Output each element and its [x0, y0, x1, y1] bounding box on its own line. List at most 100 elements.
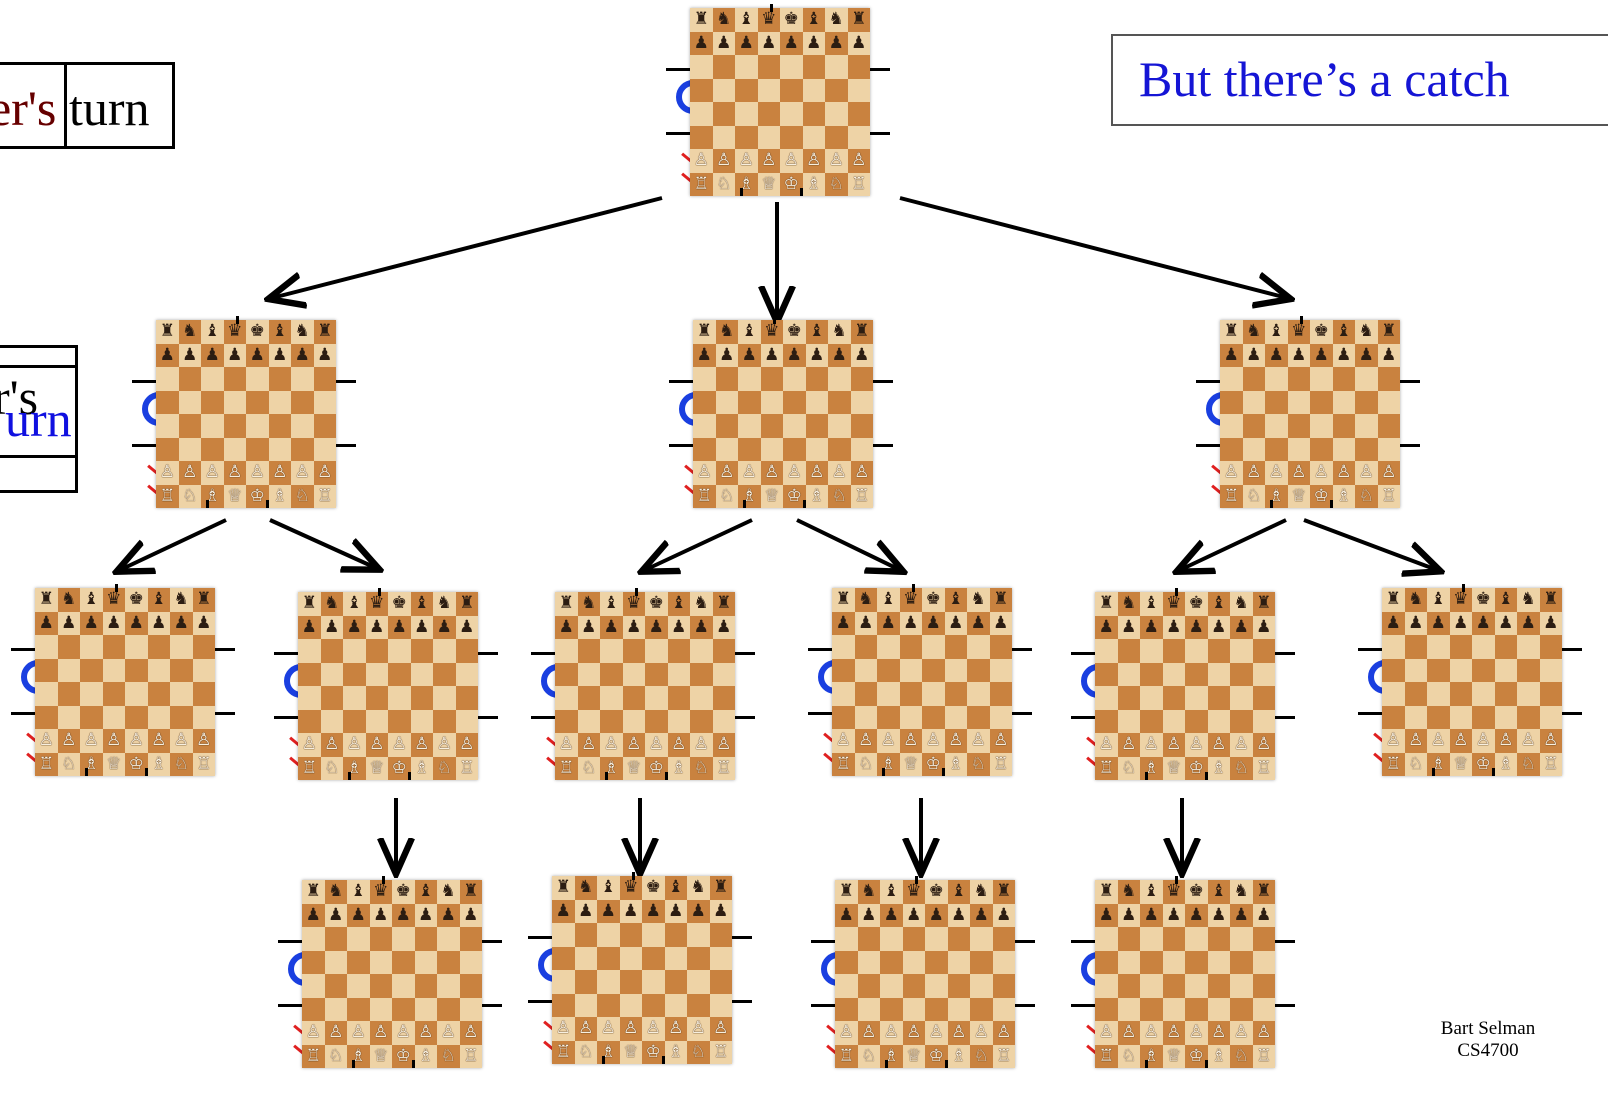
board-square: ♙: [410, 733, 433, 757]
board-square: [1377, 414, 1400, 438]
chess-piece-icon: ♗: [1211, 1045, 1227, 1066]
board-square: ♟: [1494, 611, 1517, 635]
chess-piece-icon: ♚: [928, 881, 944, 902]
chess-piece-icon: ♘: [436, 757, 452, 778]
board-square: ♙: [369, 1021, 392, 1045]
chess-piece-icon: ♝: [951, 881, 967, 902]
board-square: ♙: [1252, 1021, 1275, 1045]
chess-piece-icon: ♟: [204, 344, 220, 365]
board-square: [847, 102, 870, 126]
chess-piece-icon: ♙: [173, 730, 189, 751]
board-square: ♟: [735, 31, 758, 55]
board-square: [715, 414, 738, 438]
chess-board: ♜♞♝♛♚♝♞♜♟♟♟♟♟♟♟♟♙♙♙♙♙♙♙♙♖♘♗♕♔♗♘♖: [835, 880, 1015, 1068]
board-square: [102, 658, 125, 682]
board-square: ♟: [1095, 615, 1118, 639]
board-square: [147, 635, 170, 659]
board-square: ♟: [291, 343, 314, 367]
board-square: ♟: [709, 899, 732, 923]
board-square: [1230, 997, 1253, 1021]
board-square: ♚: [392, 880, 415, 904]
board-square: ♙: [597, 1017, 620, 1041]
board-square: [922, 705, 945, 729]
board-square: ♖: [709, 1040, 732, 1064]
turn-word-black: r's: [0, 369, 39, 425]
board-square: [80, 635, 103, 659]
board-square: ♗: [201, 484, 224, 508]
board-square: [1332, 437, 1355, 461]
marker-line: [1071, 652, 1111, 655]
board-square: [170, 682, 193, 706]
turn-box-divider: [0, 65, 67, 146]
board-square: [1494, 682, 1517, 706]
chess-piece-icon: ♟: [828, 32, 844, 53]
board-square: ♟: [1230, 615, 1253, 639]
board-square: [455, 662, 478, 686]
board-square: [828, 390, 851, 414]
chess-piece-icon: ♜: [558, 593, 574, 614]
board-square: [1355, 437, 1378, 461]
board-square: [690, 125, 713, 149]
chess-piece-icon: ♞: [1246, 321, 1262, 342]
chess-piece-icon: ♙: [440, 1022, 456, 1043]
board-square: ♖: [1382, 752, 1405, 776]
board-square: [57, 682, 80, 706]
chess-piece-icon: ♞: [1121, 593, 1137, 614]
board-square: ♔: [1472, 752, 1495, 776]
chess-piece-icon: ♟: [391, 616, 407, 637]
chess-piece-icon: ♙: [761, 150, 777, 171]
chess-piece-icon: ♟: [883, 904, 899, 925]
board-square: [365, 662, 388, 686]
board-square: ♟: [35, 611, 58, 635]
board-square: ♙: [1162, 733, 1185, 757]
chess-piece-icon: ♘: [828, 173, 844, 194]
board-square: ♞: [828, 320, 851, 344]
board-square: ♙: [1382, 729, 1405, 753]
board-square: ♙: [156, 461, 179, 485]
board-square: [693, 437, 716, 461]
board-square: [246, 437, 269, 461]
chess-piece-icon: ♟: [1188, 904, 1204, 925]
marker-tick: [740, 188, 743, 196]
board-square: ♙: [690, 149, 713, 173]
board-square: ♕: [619, 1040, 642, 1064]
board-square: ♝: [600, 592, 623, 616]
board-square: [780, 78, 803, 102]
chess-piece-icon: ♛: [106, 589, 122, 610]
chess-piece-icon: ♗: [272, 485, 288, 506]
board-square: ♙: [298, 733, 321, 757]
marker-line: [278, 1004, 318, 1007]
chess-piece-icon: ♗: [418, 1045, 434, 1066]
board-square: ♙: [925, 1021, 948, 1045]
chess-piece-icon: ♟: [951, 904, 967, 925]
board-square: ♙: [712, 149, 735, 173]
chess-piece-icon: ♜: [1543, 589, 1559, 610]
board-square: ♟: [1162, 615, 1185, 639]
board-square: [828, 367, 851, 391]
board-square: ♗: [410, 756, 433, 780]
chess-piece-icon: ♟: [764, 344, 780, 365]
marker-line: [669, 444, 709, 447]
board-square: ♟: [437, 903, 460, 927]
board-square: [1117, 686, 1140, 710]
chess-piece-icon: ♟: [603, 616, 619, 637]
chess-piece-icon: ♙: [973, 1022, 989, 1043]
chess-piece-icon: ♕: [1291, 485, 1307, 506]
chess-piece-icon: ♟: [783, 32, 799, 53]
board-square: [850, 437, 873, 461]
board-square: ♖: [455, 756, 478, 780]
marker-line: [531, 652, 571, 655]
chess-piece-icon: ♟: [970, 612, 986, 633]
board-square: ♚: [125, 588, 148, 612]
board-square: ♞: [854, 588, 877, 612]
board-square: ♜: [35, 588, 58, 612]
board-square: ♔: [645, 756, 668, 780]
board-square: [835, 974, 858, 998]
board-square: ♙: [178, 461, 201, 485]
chess-piece-icon: ♝: [1268, 321, 1284, 342]
board-square: ♟: [645, 615, 668, 639]
chess-piece-icon: ♞: [858, 589, 874, 610]
chess-piece-icon: ♘: [182, 485, 198, 506]
board-square: [989, 658, 1012, 682]
board-square: [1230, 709, 1253, 733]
